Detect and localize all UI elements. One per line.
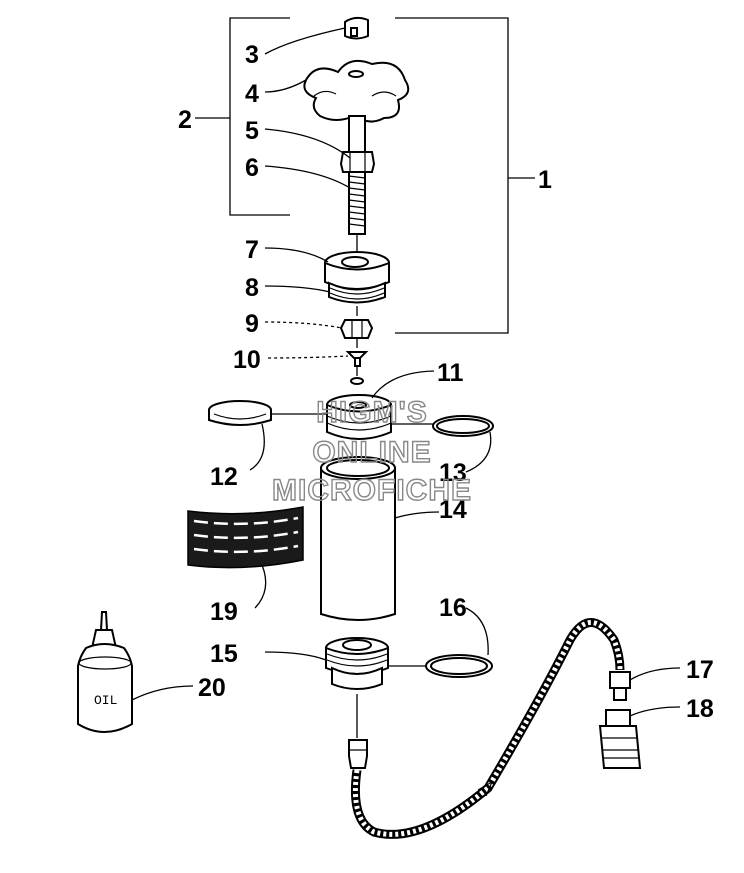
hose-assembly[interactable] xyxy=(348,618,625,839)
callout-3: 3 xyxy=(245,41,259,69)
hex-nut-part-9[interactable] xyxy=(339,319,374,339)
decal-part-19[interactable] xyxy=(187,506,304,569)
callout-1: 1 xyxy=(538,166,552,194)
callout-11: 11 xyxy=(437,359,464,387)
callout-19: 19 xyxy=(210,598,238,626)
leader-lines xyxy=(131,27,681,717)
callout-9: 9 xyxy=(245,310,259,338)
callout-5: 5 xyxy=(245,117,259,145)
knob-part-4[interactable] xyxy=(303,59,410,123)
piston-part-11[interactable] xyxy=(326,394,392,440)
o-ring-part-16[interactable] xyxy=(425,654,493,678)
callout-17: 17 xyxy=(686,656,714,684)
callout-7: 7 xyxy=(245,236,259,264)
screw-part-10[interactable] xyxy=(345,351,369,385)
gland-cap-part-7[interactable] xyxy=(324,251,390,304)
callout-6: 6 xyxy=(245,154,259,182)
callout-10: 10 xyxy=(233,346,261,374)
bracket-2 xyxy=(195,17,290,216)
band-part-12[interactable] xyxy=(208,400,272,426)
callout-12: 12 xyxy=(210,463,238,491)
threaded-rod-part-6[interactable] xyxy=(348,115,366,235)
callout-20: 20 xyxy=(198,674,226,702)
watermark-line-1: HIGM'S xyxy=(316,396,427,429)
end-fitting-part-15[interactable] xyxy=(325,637,389,690)
callout-4: 4 xyxy=(245,80,259,108)
cylinder-part-14[interactable] xyxy=(320,456,396,621)
oil-bottle-part-20[interactable] xyxy=(77,611,133,733)
o-ring-part-13[interactable] xyxy=(432,415,494,437)
callout-8: 8 xyxy=(245,274,259,302)
cap-part-3[interactable] xyxy=(344,16,369,40)
callout-18: 18 xyxy=(686,695,714,723)
watermark-line-2: ONLINE xyxy=(312,436,431,469)
coupler-part-18[interactable] xyxy=(598,709,642,769)
watermark-line-3: MICROFICHE xyxy=(272,474,472,507)
callout-15: 15 xyxy=(210,640,238,668)
oil-bottle-label: OIL xyxy=(94,693,117,708)
callout-16: 16 xyxy=(439,594,467,622)
callout-14: 14 xyxy=(439,496,467,524)
fitting-part-17[interactable] xyxy=(609,671,631,701)
callout-13: 13 xyxy=(439,459,467,487)
watermark: HIGM'S ONLINE MICROFICHE xyxy=(271,395,472,507)
callout-2: 2 xyxy=(178,106,192,134)
bracket-1 xyxy=(395,17,535,334)
